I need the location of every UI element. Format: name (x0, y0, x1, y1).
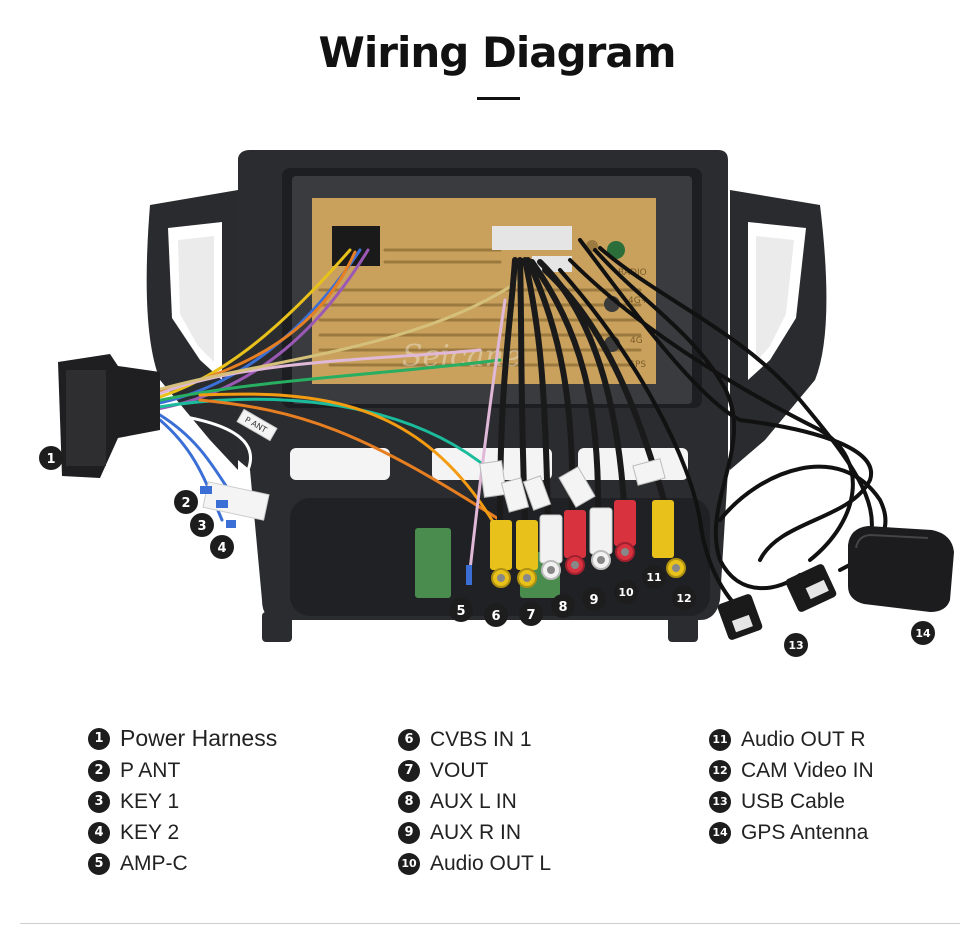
legend-badge: 11 (709, 728, 731, 751)
svg-text:7: 7 (526, 608, 535, 623)
legend-item-audio-out-r: 11 Audio OUT R (709, 724, 874, 755)
callout-badges: 1 2 3 4 5 6 7 8 9 10 11 12 13 14 (39, 446, 935, 657)
callout-14: 14 (911, 621, 935, 645)
legend-badge: 2 (88, 759, 110, 782)
legend-label: Audio OUT L (430, 851, 552, 875)
legend-label: P ANT (120, 758, 181, 782)
callout-4: 4 (210, 535, 234, 559)
legend-label: CVBS IN 1 (430, 727, 532, 751)
legend-column-2: 6 CVBS IN 1 7 VOUT 8 AUX L IN 9 AUX R IN 10 A… (398, 724, 551, 879)
legend-badge: 8 (398, 790, 420, 813)
callout-10: 10 (614, 580, 638, 604)
legend-item-key-1: 3 KEY 1 (88, 786, 277, 817)
legend-badge: 3 (88, 790, 110, 813)
legend-item-usb-cable: 13 USB Cable (709, 786, 874, 817)
title-underline (477, 97, 520, 100)
callout-6: 6 (484, 603, 508, 627)
svg-text:6: 6 (491, 609, 500, 624)
rca-vout (516, 520, 538, 588)
svg-text:2: 2 (181, 496, 190, 511)
callout-1: 1 (39, 446, 63, 470)
legend-badge: 7 (398, 759, 420, 782)
legend-badge: 12 (709, 759, 731, 782)
callout-3: 3 (190, 513, 214, 537)
rca-cvbs-in-1 (490, 520, 512, 588)
head-unit: RADIO 4G+ 4G GPS Seicane (312, 198, 656, 384)
svg-text:3: 3 (197, 519, 206, 534)
rca-tags (479, 458, 666, 513)
gps-antenna (848, 526, 954, 612)
rca-aux-r-in (564, 510, 586, 575)
legend-label: Audio OUT R (741, 727, 866, 751)
4g-plus-port-label: 4G+ (628, 296, 648, 306)
legend-label: KEY 2 (120, 820, 180, 844)
legend-badge: 1 (88, 727, 110, 750)
svg-text:5: 5 (456, 604, 465, 619)
legend-label: AMP-C (120, 851, 188, 875)
legend-label: KEY 1 (120, 789, 180, 813)
svg-text:11: 11 (646, 571, 661, 584)
legend-item-aux-r-in: 9 AUX R IN (398, 817, 551, 848)
legend-label: GPS Antenna (741, 820, 869, 844)
legend-item-power-harness: 1 Power Harness (88, 722, 277, 755)
svg-text:10: 10 (618, 586, 634, 599)
callout-7: 7 (519, 602, 543, 626)
legend-label: Power Harness (120, 725, 278, 751)
legend-item-cvbs-in-1: 6 CVBS IN 1 (398, 724, 551, 755)
power-harness-wires (148, 248, 522, 527)
rca-audio-out-l (589, 507, 613, 570)
legend-badge: 9 (398, 821, 420, 844)
svg-text:14: 14 (915, 627, 931, 640)
legend-item-key-2: 4 KEY 2 (88, 817, 277, 848)
rca-aux-l-in (539, 514, 563, 580)
legend-item-p-ant: 2 P ANT (88, 755, 277, 786)
legend-badge: 13 (709, 790, 731, 813)
amp-c-wire-end (466, 565, 472, 585)
usb-cable-connectors (717, 564, 837, 640)
bottom-divider (20, 923, 960, 924)
power-harness-connector (58, 354, 160, 478)
legend-item-amp-c: 5 AMP-C (88, 848, 277, 879)
callout-9: 9 (582, 587, 606, 611)
legend-badge: 6 (398, 728, 420, 751)
wiring-diagram: RADIO 4G+ 4G GPS Seicane P ANT (39, 150, 954, 657)
legend-item-gps-antenna: 14 GPS Antenna (709, 817, 874, 848)
svg-text:4: 4 (217, 541, 226, 556)
svg-text:1: 1 (46, 452, 55, 467)
legend-item-aux-l-in: 8 AUX L IN (398, 786, 551, 817)
callout-2: 2 (174, 490, 198, 514)
callout-11: 11 (642, 565, 666, 589)
svg-text:8: 8 (558, 600, 567, 615)
callout-12: 12 (672, 586, 696, 610)
legend-label: CAM Video IN (741, 758, 874, 782)
gps-port-label: GPS (628, 360, 646, 370)
legend-item-vout: 7 VOUT (398, 755, 551, 786)
rca-cam-video-in (652, 500, 686, 578)
legend-badge: 4 (88, 821, 110, 844)
svg-text:9: 9 (589, 593, 598, 608)
legend-column-1: 1 Power Harness 2 P ANT 3 KEY 1 4 KEY 2 5 AMP… (88, 722, 277, 879)
legend-column-3: 11 Audio OUT R 12 CAM Video IN 13 USB Cable… (709, 724, 874, 848)
legend-item-audio-out-l: 10 Audio OUT L (398, 848, 551, 879)
callout-5: 5 (449, 598, 473, 622)
page-title: Wiring Diagram (318, 28, 677, 77)
callout-13: 13 (784, 633, 808, 657)
4g-port-label: 4G (630, 336, 643, 346)
legend-item-cam-video-in: 12 CAM Video IN (709, 755, 874, 786)
callout-8: 8 (551, 594, 575, 618)
legend-badge: 10 (398, 852, 420, 875)
legend-badge: 14 (709, 821, 731, 844)
rca-plugs (466, 500, 686, 588)
legend-label: AUX L IN (430, 789, 517, 813)
key-connectors: P ANT (200, 408, 278, 528)
svg-text:12: 12 (676, 592, 691, 605)
legend-label: USB Cable (741, 789, 845, 813)
svg-text:13: 13 (788, 639, 803, 652)
usb-and-gps-cables (558, 238, 888, 612)
legend-label: AUX R IN (430, 820, 522, 844)
legend-badge: 5 (88, 852, 110, 875)
rca-audio-out-r (614, 500, 636, 562)
legend-label: VOUT (430, 758, 489, 782)
